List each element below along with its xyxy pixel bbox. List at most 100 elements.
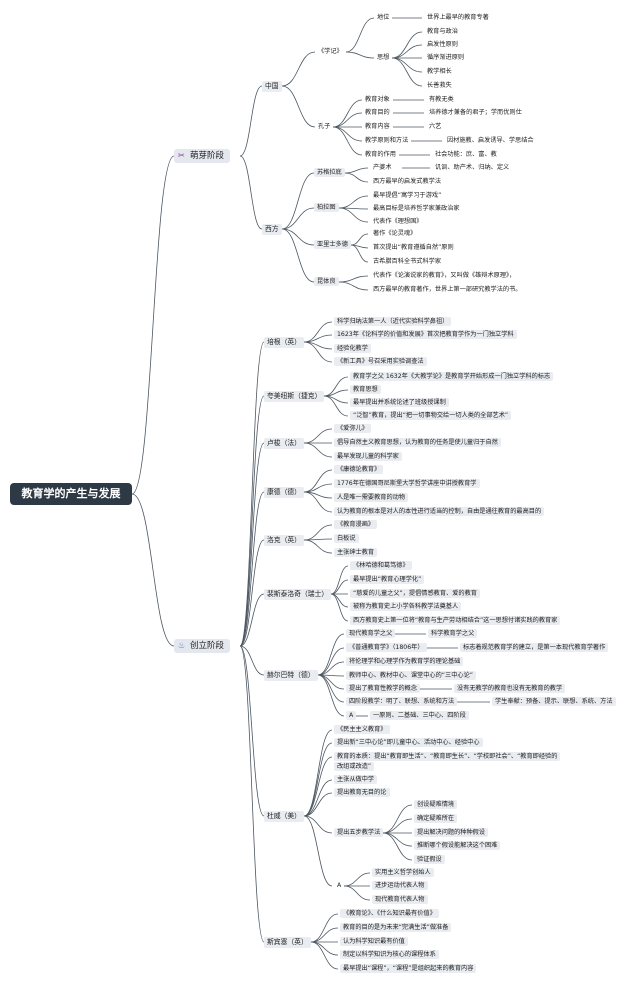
stage-founding: ♨创立阶段 xyxy=(174,639,231,653)
leaf: 代表作《理想国》 xyxy=(373,218,423,225)
root-topic: 教育学的产生与发展 xyxy=(10,483,132,505)
confucius-topic: 教育对象 xyxy=(365,96,390,103)
connector xyxy=(382,818,413,834)
connector xyxy=(350,244,369,263)
figure-group: 洛克（英） xyxy=(264,535,304,546)
scissors-icon: ✂ xyxy=(178,151,185,160)
connector xyxy=(281,172,315,230)
connector xyxy=(338,207,369,223)
connector xyxy=(303,539,333,554)
leaf: 产婆术 xyxy=(373,164,392,171)
leaf: 教育思想 xyxy=(350,385,381,394)
connector xyxy=(303,742,333,817)
leaf: 学生奉献：预备、提示、联想、系统、方法 xyxy=(492,697,616,706)
connector xyxy=(338,275,369,283)
connector xyxy=(281,228,315,246)
connector xyxy=(239,85,263,157)
leaf: 世界上最早的教育专著 xyxy=(427,14,489,21)
leaf: 教育的目的是为未来“完满生活”做准备 xyxy=(340,923,452,932)
connector xyxy=(317,647,345,676)
figure-group: 夸美纽斯（捷克） xyxy=(264,391,325,402)
leaf: 进步运动代表人物 xyxy=(372,881,428,890)
connector xyxy=(239,395,265,647)
connector xyxy=(344,167,369,174)
leaf: 认为科学知识最有价值 xyxy=(340,937,408,946)
leaf: 著作《论灵魂》 xyxy=(373,230,417,237)
leaf: 四阶段教学：明了、联想、系统和方法 xyxy=(346,697,458,706)
connector xyxy=(303,321,333,343)
leaf: 最高目标是培养哲学家兼政治家 xyxy=(373,205,460,212)
leaf: 《普通教育学》（1806年） xyxy=(346,643,427,652)
leaf: 改组或改造” xyxy=(334,762,375,771)
leaf: 确定疑难所在 xyxy=(414,814,458,823)
connector xyxy=(303,442,333,458)
connector xyxy=(131,155,175,495)
connector xyxy=(281,51,316,87)
connector xyxy=(239,645,265,676)
label-position: 地位 xyxy=(377,14,390,21)
leaf: “慈爱的儿童之父”，提倡情感教育、爱的教育 xyxy=(350,589,480,598)
leaf: 有教无类 xyxy=(429,96,454,103)
leaf: 主张从做中学 xyxy=(334,775,378,784)
book-xueji: 《学记》 xyxy=(318,48,343,55)
connector xyxy=(281,85,316,128)
leaf: 科学教育学之父 xyxy=(428,629,478,638)
group-west: 西方 xyxy=(262,224,282,235)
figure-group: 康德（德） xyxy=(264,487,304,498)
connector xyxy=(303,341,333,363)
leaf: 首次提出“教育遵循自然”原则 xyxy=(373,244,454,251)
connector xyxy=(338,281,369,291)
connector xyxy=(350,233,369,246)
connector xyxy=(330,593,349,622)
figure-group: 裴斯泰洛奇（瑞士） xyxy=(264,589,332,600)
flame-icon: ♨ xyxy=(178,641,186,650)
leaf: 最早发现儿童的科学家 xyxy=(334,452,402,461)
leaf: 最早提倡“寓学习于游戏” xyxy=(373,192,442,199)
leaf: 《康德论教育》 xyxy=(334,465,384,474)
leaf: 提出了教育性教学的概念 xyxy=(346,684,421,693)
leaf: 科学归纳法第一人（近代实验科学鼻祖） xyxy=(334,317,452,326)
leaf: 实用主义哲学创始人 xyxy=(372,868,434,877)
leaf: 现代教育学之父 xyxy=(346,629,396,638)
stage-sprouting: ✂萌芽阶段 xyxy=(174,149,231,163)
western-thinker: 苏格拉底 xyxy=(314,168,345,177)
leaf: 主张绅士教育 xyxy=(334,548,378,557)
leaf: “泛智”教育，提出“把一切事物交给一切人类的全部艺术” xyxy=(350,411,512,420)
connector xyxy=(317,633,345,676)
leaf: 六艺 xyxy=(429,123,442,130)
figure-group: 卢梭（法） xyxy=(264,438,304,449)
leaf: 没有无教学的教育也没有无教育的教学 xyxy=(454,684,566,693)
leaf: 被称为教育史上小学各科教学法奠基人 xyxy=(350,602,462,611)
connector xyxy=(344,172,369,183)
leaf: 最早提出“课程”，“课程”是组织起来的教育内容 xyxy=(340,964,477,973)
confucius-topic: 教育目的 xyxy=(365,109,390,116)
connector xyxy=(303,491,333,513)
leaf: 经验化教学 xyxy=(334,344,371,353)
five-step-method: 提出五步教学法 xyxy=(334,828,384,837)
connector xyxy=(303,756,333,817)
leaf: 《民主主义教育》 xyxy=(334,725,390,734)
leaf: 《爱弥儿》 xyxy=(334,424,371,433)
connector xyxy=(332,126,363,142)
leaf: 《新工具》号召采用实验调查法 xyxy=(334,357,427,366)
connector xyxy=(343,872,371,887)
connector xyxy=(303,469,333,493)
label-a: A xyxy=(337,882,342,889)
connector xyxy=(323,395,349,417)
connector xyxy=(343,885,371,901)
connector xyxy=(303,815,333,887)
leaf: 《教育论》、《什么知识最有价值》 xyxy=(340,909,439,918)
western-thinker: 亚里士多德 xyxy=(314,240,351,249)
confucius-topic: 教育内容 xyxy=(365,123,390,130)
leaf: 倡导自然主义教育思想，认为教育的任务是使儿童归于自然 xyxy=(334,438,501,447)
leaf: 提出解决问题的种种假设 xyxy=(414,828,489,837)
leaf: 《林哈德和葛笃德》 xyxy=(350,561,412,570)
connector xyxy=(303,524,333,541)
figure-group: 斯宾塞（英） xyxy=(264,937,311,948)
connector xyxy=(239,491,265,647)
connector xyxy=(239,593,265,647)
leaf: 教学相长 xyxy=(427,68,452,75)
connector xyxy=(332,112,363,128)
leaf: 启发性原则 xyxy=(427,41,458,48)
